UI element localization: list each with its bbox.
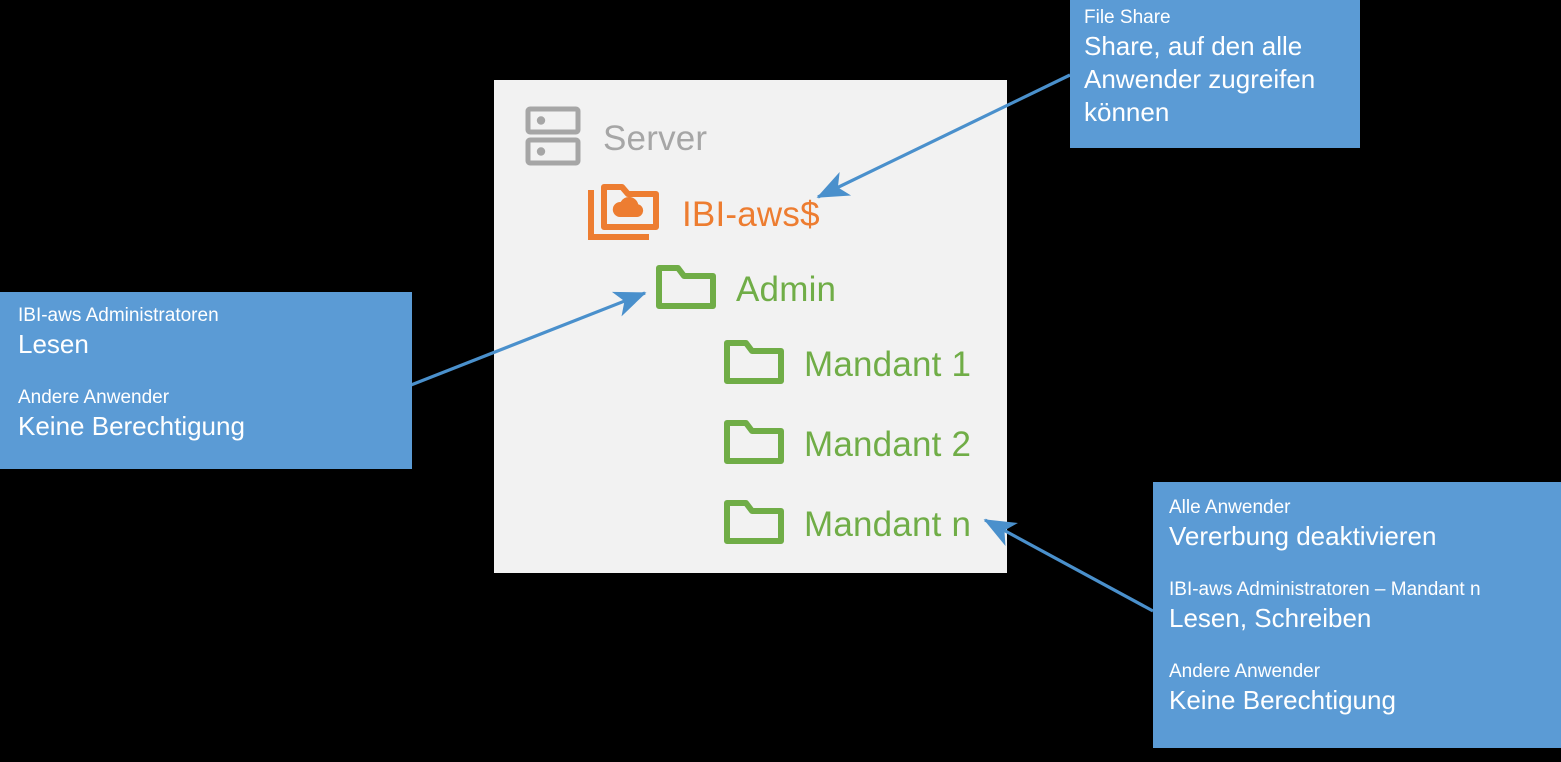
spacer <box>1169 634 1561 660</box>
tree-item-server[interactable]: Server <box>525 105 707 172</box>
callout-mandant-permissions: Alle Anwender Vererbung deaktivieren IBI… <box>1153 482 1561 748</box>
cloud-folder-icon <box>588 181 664 248</box>
callout-admin-group2-value: Keine Berechtigung <box>18 411 245 441</box>
server-label: Server <box>603 119 708 158</box>
callout-mandant-group3-label: Andere Anwender <box>1169 661 1321 682</box>
tree-item-mandant-n[interactable]: Mandant n <box>723 497 971 552</box>
callout-mandant-group2-value: Lesen, Schreiben <box>1169 603 1372 633</box>
folder-icon <box>723 497 785 552</box>
folder-icon <box>723 337 785 392</box>
callout-mandant-group2-label: IBI-aws Administratoren – Mandant n <box>1169 579 1481 600</box>
admin-label: Admin <box>736 270 837 309</box>
folder-icon <box>655 262 717 317</box>
callout-file-share-heading: File Share <box>1084 7 1171 28</box>
spacer <box>18 360 412 386</box>
callout-admin-group1-label: IBI-aws Administratoren <box>18 305 219 326</box>
folder-icon <box>723 417 785 472</box>
callout-mandant-group3-value: Keine Berechtigung <box>1169 685 1396 715</box>
mandant-label: Mandant 1 <box>804 345 972 384</box>
tree-item-share[interactable]: IBI-aws$ <box>588 181 820 248</box>
callout-file-share-body: Share, auf den alle Anwender zugreifen k… <box>1084 31 1316 127</box>
share-label: IBI-aws$ <box>682 195 820 234</box>
tree-item-mandant-2[interactable]: Mandant 2 <box>723 417 971 472</box>
callout-admin-group2-label: Andere Anwender <box>18 387 170 408</box>
callout-file-share: File Share Share, auf den alle Anwender … <box>1070 0 1360 148</box>
callout-admin-group1-value: Lesen <box>18 329 89 359</box>
mandant-label: Mandant 2 <box>804 425 972 464</box>
tree-item-admin[interactable]: Admin <box>655 262 836 317</box>
server-icon <box>525 105 581 172</box>
spacer <box>1169 552 1561 578</box>
mandant-label: Mandant n <box>804 505 972 544</box>
callout-mandant-group1-label: Alle Anwender <box>1169 497 1291 518</box>
arrow-mandant-callout-to-mandant-n <box>983 518 1154 613</box>
tree-item-mandant-1[interactable]: Mandant 1 <box>723 337 971 392</box>
callout-mandant-group1-value: Vererbung deaktivieren <box>1169 521 1437 551</box>
callout-admin-permissions: IBI-aws Administratoren Lesen Andere Anw… <box>0 292 412 469</box>
